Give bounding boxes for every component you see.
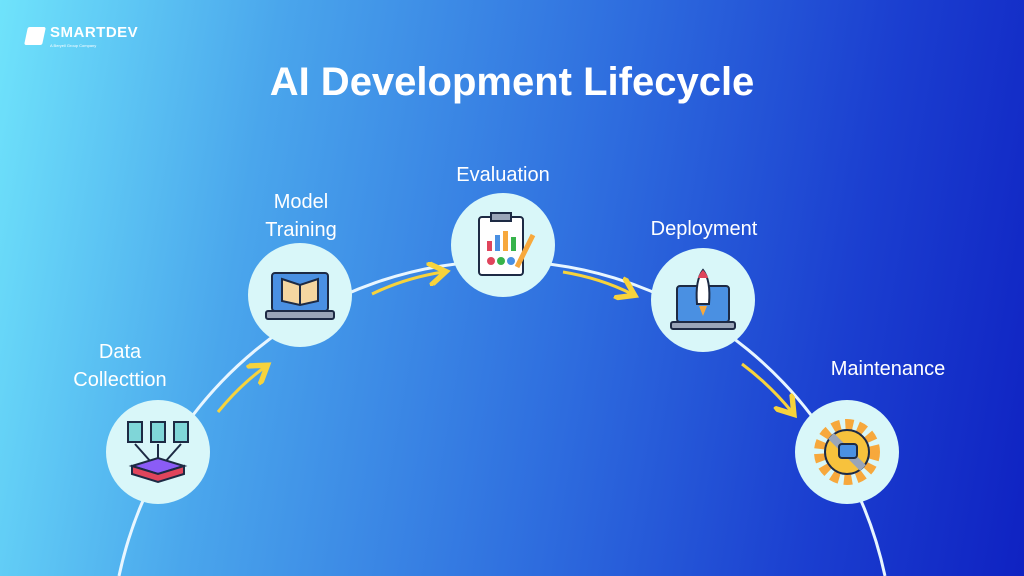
stage-node-evaluation (451, 193, 555, 297)
stage-node-maintenance (795, 400, 899, 504)
brand-tagline: A Beryell Group Company (50, 43, 97, 48)
model-training-icon (265, 272, 335, 320)
stage-label-deployment: Deployment (650, 218, 758, 240)
stage-node-deployment (651, 248, 755, 352)
arc-path (117, 259, 887, 576)
brand-logo: SMARTDEV A Beryell Group Company (24, 24, 139, 48)
evaluation-clipboard-icon (478, 212, 536, 276)
stage-label-evaluation: Evaluation (456, 164, 550, 186)
arrow-4 (741, 362, 792, 412)
stage-label-maintenance: Maintenance (830, 358, 946, 380)
stage-node-data-collection (106, 400, 210, 504)
rocket-laptop-icon (670, 268, 736, 330)
arrow-1 (216, 367, 265, 413)
arrow-2 (371, 272, 443, 296)
page-title: AI Development Lifecycle (269, 60, 755, 104)
brand-name: SMARTDEV (50, 24, 139, 41)
arrow-3 (562, 270, 632, 294)
data-collection-icon (127, 421, 189, 484)
gear-wrench-icon (814, 419, 880, 485)
stage-node-model-training (248, 243, 352, 347)
